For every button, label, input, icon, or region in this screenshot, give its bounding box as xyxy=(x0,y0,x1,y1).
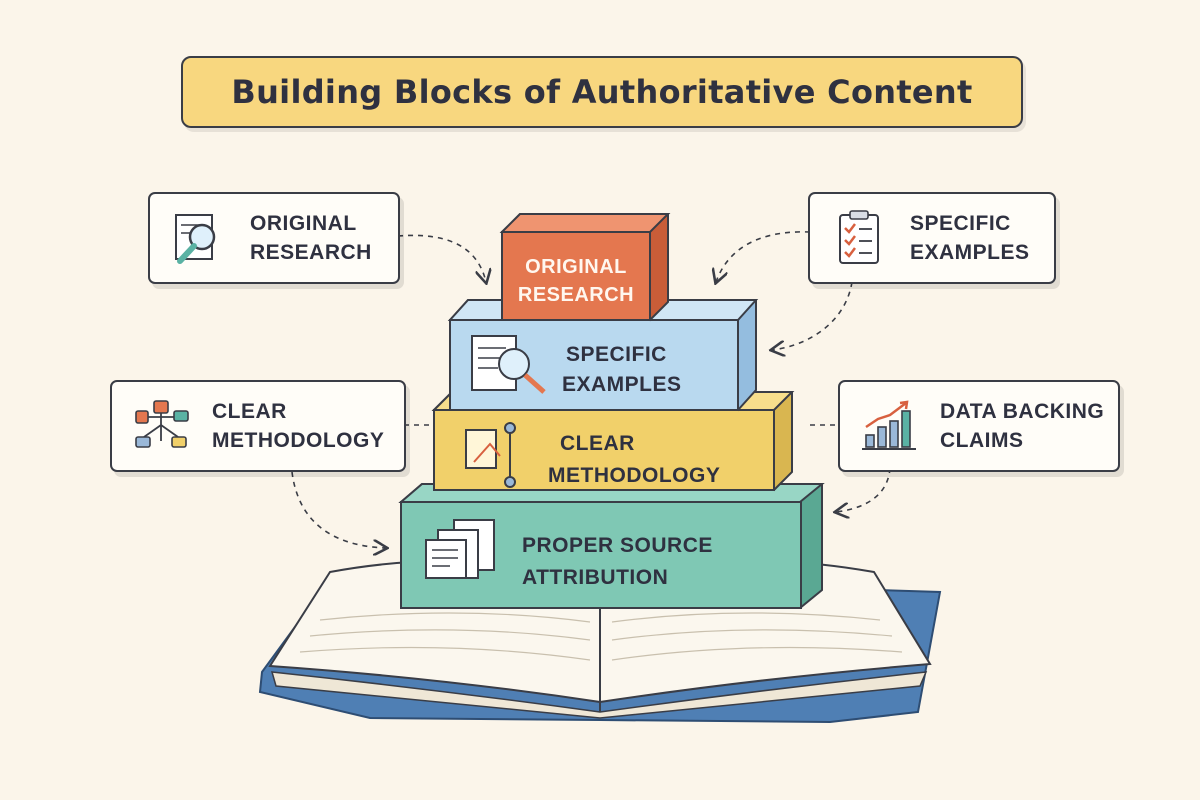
card-data-backing-claims: DATA BACKING CLAIMS xyxy=(838,380,1120,472)
card-label-line: RESEARCH xyxy=(250,241,372,264)
block-label-proper-source: PROPER SOURCE ATTRIBUTION xyxy=(522,530,713,594)
connector-proper-source xyxy=(291,471,386,548)
connector-lines xyxy=(291,231,891,548)
methodology-flowchart-icon xyxy=(465,422,516,488)
block-label-line: CLEAR xyxy=(560,432,635,455)
block-original-research xyxy=(499,213,671,322)
block-label-line: EXAMPLES xyxy=(562,373,682,396)
card-label-line: ORIGINAL xyxy=(250,212,357,235)
card-label-line: SPECIFIC xyxy=(910,212,1011,235)
title-banner: Building Blocks of Authoritative Content xyxy=(181,56,1023,128)
diagram-title: Building Blocks of Authoritative Content xyxy=(231,73,973,111)
block-label-line: ATTRIBUTION xyxy=(522,566,669,589)
card-clear-methodology: CLEAR METHODOLOGY xyxy=(110,380,406,472)
block-label-clear-methodology: CLEAR METHODOLOGY xyxy=(548,428,720,492)
magnifier-document-icon xyxy=(471,335,546,394)
flowchart-icon xyxy=(135,400,189,448)
bar-chart-trend-icon xyxy=(862,400,916,450)
block-proper-source-attribution xyxy=(398,483,825,610)
card-label: ORIGINAL RESEARCH xyxy=(250,209,372,267)
card-label: CLEAR METHODOLOGY xyxy=(212,397,384,455)
card-label-line: CLAIMS xyxy=(940,429,1024,452)
card-original-research: ORIGINAL RESEARCH xyxy=(148,192,400,284)
connector-specific-examples xyxy=(772,281,853,350)
block-label-line: ORIGINAL xyxy=(525,256,627,278)
card-label-line: DATA BACKING xyxy=(940,400,1105,423)
documents-icon xyxy=(425,519,495,579)
connector-specific-examples-top xyxy=(716,231,811,282)
card-label-line: EXAMPLES xyxy=(910,241,1030,264)
connector-original-research xyxy=(397,234,486,282)
block-label-line: SPECIFIC xyxy=(566,343,667,366)
block-label-line: METHODOLOGY xyxy=(548,464,721,487)
block-label-specific-examples: SPECIFIC EXAMPLES xyxy=(562,340,682,400)
connector-data-to-base xyxy=(836,467,891,512)
magnifier-document-icon xyxy=(175,214,216,264)
block-label-original-research: ORIGINAL RESEARCH xyxy=(515,253,637,309)
card-label-line: CLEAR xyxy=(212,400,287,423)
card-label: DATA BACKING CLAIMS xyxy=(940,397,1104,455)
block-label-line: PROPER SOURCE xyxy=(522,534,713,557)
card-label: SPECIFIC EXAMPLES xyxy=(910,209,1030,267)
card-specific-examples: SPECIFIC EXAMPLES xyxy=(808,192,1056,284)
block-label-line: RESEARCH xyxy=(517,284,635,306)
checklist-clipboard-icon xyxy=(839,210,879,264)
card-label-line: METHODOLOGY xyxy=(212,429,385,452)
